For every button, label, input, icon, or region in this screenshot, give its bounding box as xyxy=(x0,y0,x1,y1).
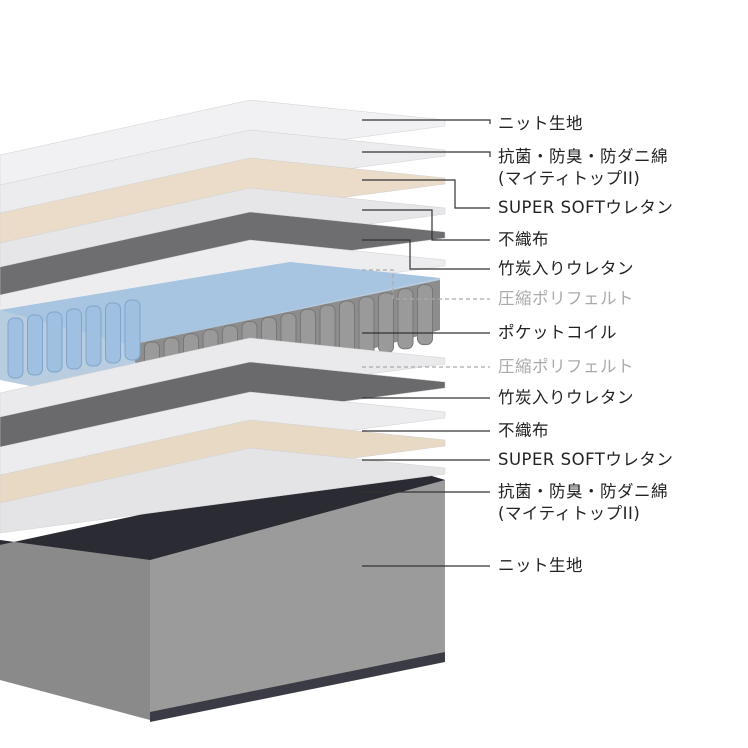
layer-cotton-bottom xyxy=(0,447,446,534)
coil xyxy=(358,296,375,358)
coil xyxy=(85,305,102,367)
coil xyxy=(66,308,82,370)
layer-label-text: 不織布 xyxy=(498,421,549,440)
coil xyxy=(378,292,394,354)
layer-label: 竹炭入りウレタン xyxy=(498,258,634,280)
layer-label: SUPER SOFTウレタン xyxy=(498,197,673,219)
layer-label: ニット生地 xyxy=(498,113,583,135)
coil xyxy=(105,302,121,364)
layer-label: 抗菌・防臭・防ダニ綿 (マイティトップII) xyxy=(498,481,668,525)
layer-label: 不織布 xyxy=(498,229,549,251)
leader-line xyxy=(362,239,490,270)
coil xyxy=(417,284,433,346)
layer-label-text: 抗菌・防臭・防ダニ綿 xyxy=(498,482,668,501)
layer-label-text: 抗菌・防臭・防ダニ綿 xyxy=(498,147,668,166)
layer-label-subtext: (マイティトップII) xyxy=(498,169,641,188)
coil xyxy=(27,314,43,376)
layer-label-subtext: (マイティトップII) xyxy=(498,504,641,523)
coil xyxy=(7,317,24,379)
layer-label: 抗菌・防臭・防ダニ綿 (マイティトップII) xyxy=(498,146,668,190)
coil xyxy=(124,299,141,361)
layer-label: ニット生地 xyxy=(498,555,583,577)
layer-label: SUPER SOFTウレタン xyxy=(498,449,673,471)
layer-label: 圧縮ポリフェルト xyxy=(498,356,634,378)
leader-line xyxy=(362,269,490,300)
leader-line xyxy=(362,209,490,241)
layer-label: 圧縮ポリフェルト xyxy=(498,288,634,310)
layer-label-text: ニット生地 xyxy=(498,556,583,575)
leader-line xyxy=(362,119,491,124)
coil xyxy=(46,311,63,373)
coil xyxy=(397,288,414,350)
layer-label: 不織布 xyxy=(498,420,549,442)
layer-label-text: SUPER SOFTウレタン xyxy=(498,450,674,469)
layer-label-text: 圧縮ポリフェルト xyxy=(498,357,634,376)
layer-label-text: 不織布 xyxy=(498,230,549,249)
layer-label: 竹炭入りウレタン xyxy=(498,387,634,409)
layer-label-text: SUPER SOFTウレタン xyxy=(498,198,674,217)
base-bottom-edge xyxy=(150,652,445,722)
leader-line xyxy=(362,179,490,209)
layer-label-text: 竹炭入りウレタン xyxy=(498,259,634,278)
layer-label: ポケットコイル xyxy=(498,322,617,344)
leader-line xyxy=(362,151,491,157)
layer-label-text: ポケットコイル xyxy=(498,323,617,342)
layer-label-text: 竹炭入りウレタン xyxy=(498,388,634,407)
layer-label-text: ニット生地 xyxy=(498,114,583,133)
layer-label-text: 圧縮ポリフェルト xyxy=(498,289,634,308)
